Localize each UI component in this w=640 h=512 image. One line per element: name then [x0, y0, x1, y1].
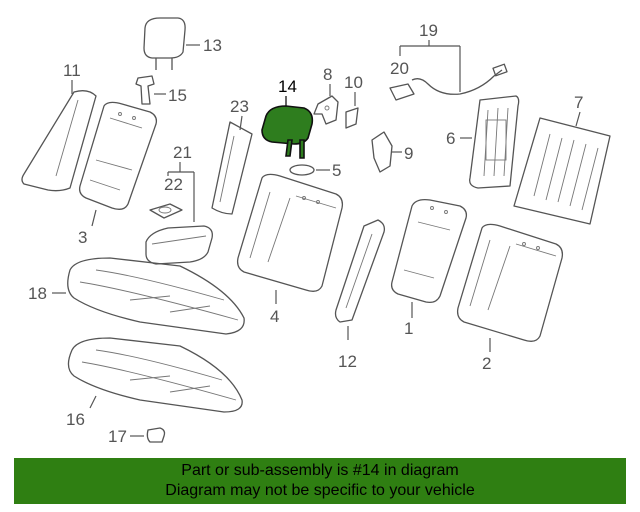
- part-10-clip[interactable]: [345, 107, 359, 129]
- label-5: 5: [332, 161, 341, 180]
- label-20: 20: [390, 59, 409, 78]
- part-1-seatback-cover[interactable]: [390, 198, 468, 304]
- part-20-hook[interactable]: [389, 83, 415, 101]
- part-12-side-trim[interactable]: [334, 219, 386, 323]
- part-16-seat-cushion[interactable]: [67, 337, 243, 413]
- part-4-center-seatback[interactable]: [236, 173, 344, 292]
- part-9-latch-cover[interactable]: [371, 131, 393, 173]
- label-8: 8: [323, 65, 332, 84]
- part-2-seatback[interactable]: [456, 223, 564, 342]
- label-9: 9: [404, 144, 413, 163]
- label-18: 18: [28, 284, 47, 303]
- part-22-cup-holder[interactable]: [149, 203, 183, 219]
- label-7: 7: [574, 93, 583, 112]
- part-19-release-cable[interactable]: [411, 63, 508, 95]
- banner-line-2: Diagram may not be specific to your vehi…: [165, 482, 475, 499]
- info-banner: Part or sub-assembly is #14 in diagram D…: [14, 458, 626, 504]
- part-15-guide[interactable]: [135, 75, 155, 105]
- label-4: 4: [270, 307, 279, 326]
- part-7-back-panel[interactable]: [513, 117, 611, 225]
- part-13-headrest[interactable]: [143, 17, 186, 70]
- part-11-side-bolster[interactable]: [21, 90, 97, 192]
- label-13: 13: [203, 36, 222, 55]
- label-16: 16: [66, 410, 85, 429]
- label-10: 10: [344, 73, 363, 92]
- part-17-grommet[interactable]: [146, 427, 166, 443]
- label-15: 15: [168, 86, 187, 105]
- part-8-bracket[interactable]: [313, 95, 339, 125]
- label-11: 11: [63, 61, 81, 80]
- label-1: 1: [404, 319, 413, 338]
- part-23-trim-panel[interactable]: [211, 121, 253, 215]
- label-6: 6: [446, 129, 455, 148]
- part-5-escutcheon[interactable]: [289, 164, 315, 176]
- label-23: 23: [230, 97, 249, 116]
- parts-diagram: 13 15 11 3 21 22 23 14: [21, 17, 611, 446]
- part-14-headrest-highlighted[interactable]: [261, 105, 314, 159]
- label-14: 14: [278, 77, 297, 96]
- banner-line-1: Part or sub-assembly is #14 in diagram: [181, 462, 459, 479]
- label-19: 19: [419, 21, 438, 40]
- part-3-seatback-cover[interactable]: [78, 101, 158, 210]
- label-17: 17: [108, 427, 127, 446]
- label-22: 22: [164, 175, 183, 194]
- label-21: 21: [173, 143, 192, 162]
- part-6-seatback-frame[interactable]: [469, 95, 520, 189]
- label-3: 3: [78, 228, 87, 247]
- part-18-seat-cushion-cover[interactable]: [67, 257, 245, 335]
- label-2: 2: [482, 354, 491, 373]
- label-12: 12: [338, 352, 357, 371]
- part-21-armrest[interactable]: [145, 225, 213, 265]
